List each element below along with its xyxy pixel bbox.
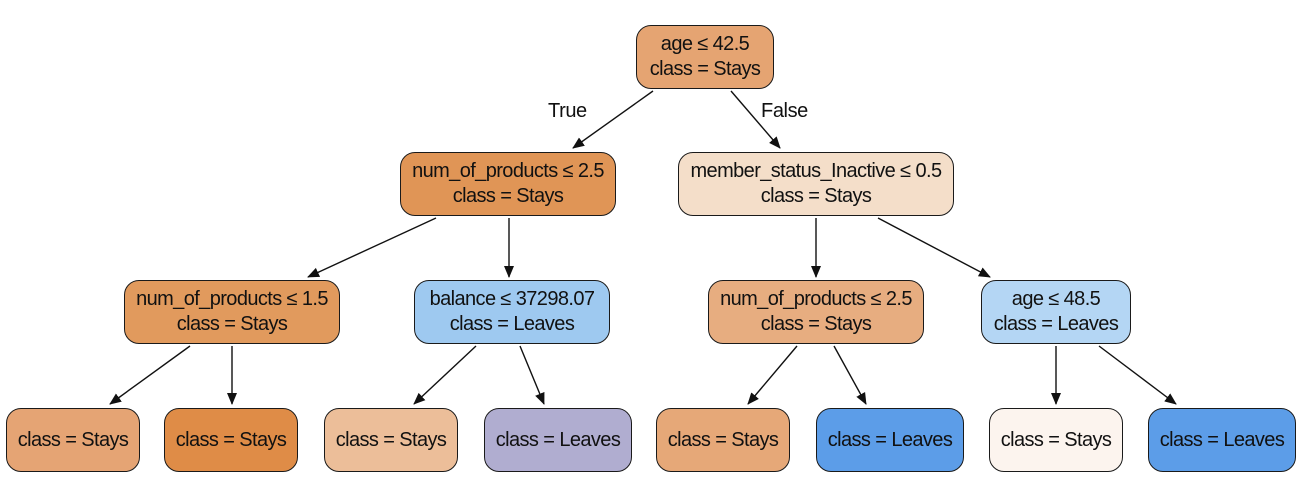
node-split-condition: member_status_Inactive ≤ 0.5 — [690, 160, 943, 182]
decision-node: num_of_products ≤ 1.5 class = Stays — [124, 280, 340, 344]
node-class-label: class = Stays — [175, 428, 287, 451]
node-split-condition: num_of_products ≤ 2.5 — [412, 160, 604, 182]
decision-node: age ≤ 48.5 class = Leaves — [981, 280, 1131, 344]
node-class-label: class = Leaves — [495, 428, 621, 451]
decision-node: member_status_Inactive ≤ 0.5 class = Stay… — [678, 152, 954, 216]
node-class-label: class = Stays — [1000, 428, 1112, 451]
edge-arrow — [1098, 345, 1177, 405]
decision-node: num_of_products ≤ 2.5 class = Stays — [708, 280, 924, 344]
node-class-label: class = Stays — [667, 428, 779, 451]
node-split-condition: balance ≤ 37298.07 — [429, 288, 595, 310]
node-class-label: class = Leaves — [827, 428, 953, 451]
leaf-node: class = Stays — [324, 408, 458, 472]
node-class-label: class = Leaves — [993, 313, 1119, 335]
edge-arrow — [747, 345, 798, 405]
decision-node: num_of_products ≤ 2.5 class = Stays — [400, 152, 616, 216]
edge-arrow — [833, 345, 867, 405]
edge-arrow — [307, 217, 437, 278]
edge-label-true: True — [548, 100, 587, 122]
leaf-node: class = Leaves — [816, 408, 964, 472]
node-split-condition: age ≤ 42.5 — [660, 33, 750, 55]
edge-arrow — [730, 90, 781, 149]
node-class-label: class = Stays — [452, 185, 564, 207]
node-class-label: class = Leaves — [449, 313, 575, 335]
node-split-condition: age ≤ 48.5 — [1011, 288, 1101, 310]
node-class-label: class = Stays — [17, 428, 129, 451]
edge-arrow — [109, 345, 191, 405]
leaf-node: class = Stays — [989, 408, 1123, 472]
node-class-label: class = Stays — [176, 313, 288, 335]
leaf-node: class = Leaves — [484, 408, 632, 472]
node-class-label: class = Leaves — [1159, 428, 1285, 451]
leaf-node: class = Stays — [6, 408, 140, 472]
edge-arrow — [877, 217, 991, 278]
decision-node: age ≤ 42.5 class = Stays — [636, 25, 774, 89]
node-class-label: class = Stays — [649, 58, 761, 80]
edge-arrow — [413, 345, 477, 405]
leaf-node: class = Stays — [164, 408, 298, 472]
edge-arrow — [572, 90, 654, 149]
edge-label-false: False — [761, 100, 808, 122]
node-class-label: class = Stays — [760, 185, 872, 207]
leaf-node: class = Stays — [656, 408, 790, 472]
node-class-label: class = Stays — [335, 428, 447, 451]
node-class-label: class = Stays — [760, 313, 872, 335]
node-split-condition: num_of_products ≤ 2.5 — [720, 288, 912, 310]
leaf-node: class = Leaves — [1148, 408, 1296, 472]
edge-arrow — [519, 345, 545, 405]
decision-node: balance ≤ 37298.07 class = Leaves — [414, 280, 610, 344]
node-split-condition: num_of_products ≤ 1.5 — [136, 288, 328, 310]
